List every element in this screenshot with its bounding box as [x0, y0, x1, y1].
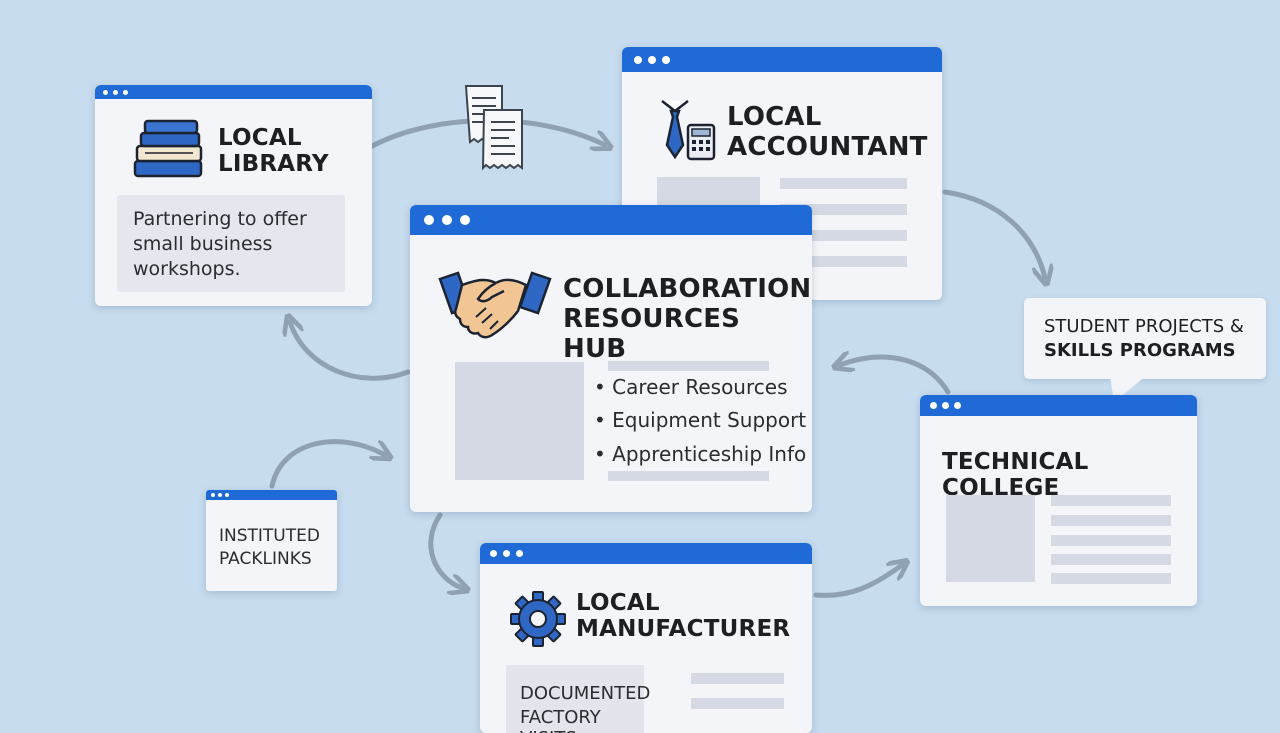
- window-titlebar: [95, 85, 372, 99]
- arrow-accountant-to-college: [942, 189, 1045, 278]
- documents-icon: [464, 85, 523, 171]
- hub-title-line1: COLLABORATION: [563, 274, 812, 304]
- backlinks-card: INSTITUTED PACKLINKS: [206, 490, 337, 591]
- hub-title: COLLABORATION RESOURCES HUB: [563, 274, 812, 365]
- library-description: Partnering to offer small business works…: [133, 208, 307, 280]
- accountant-title-line1: LOCAL: [727, 102, 822, 132]
- hub-card: COLLABORATION RESOURCES HUB • Career Res…: [410, 205, 812, 512]
- backlinks-line2: PACKLINKS: [219, 549, 312, 569]
- library-description-box: Partnering to offer small business works…: [117, 195, 345, 292]
- college-text-line: [1051, 535, 1171, 546]
- manufacturer-title-line2: MANUFACTURER: [576, 616, 791, 643]
- hub-bullet-3: • Apprenticeship Info: [594, 442, 807, 466]
- window-titlebar: [920, 395, 1197, 416]
- college-text-line: [1051, 573, 1171, 584]
- arrow-hub-to-library: [290, 322, 411, 381]
- college-text-line: [1051, 495, 1171, 506]
- accountant-text-line: [780, 230, 907, 241]
- hub-bullet-1: • Career Resources: [594, 375, 788, 399]
- hub-bullet-2: • Equipment Support: [594, 408, 807, 432]
- window-titlebar: [410, 205, 812, 235]
- window-titlebar: [206, 490, 337, 500]
- accountant-title: LOCAL ACCOUNTANT: [727, 102, 928, 163]
- gear-icon: [510, 591, 566, 647]
- window-titlebar: [480, 543, 812, 564]
- manufacturer-doc-line1: DOCUMENTED: [520, 683, 651, 704]
- arrow-backlinks-to-hub: [269, 439, 385, 489]
- college-image-placeholder: [946, 495, 1035, 582]
- handshake-icon: [438, 271, 552, 339]
- accountant-text-line: [780, 256, 907, 267]
- callout-line1: STUDENT PROJECTS &: [1044, 316, 1244, 337]
- college-callout: STUDENT PROJECTS & SKILLS PROGRAMS: [1024, 298, 1266, 402]
- manufacturer-title: LOCAL MANUFACTURER: [576, 590, 790, 643]
- college-text-line: [1051, 554, 1171, 565]
- hub-text-line: [608, 361, 769, 371]
- library-title: LOCAL LIBRARY: [218, 125, 329, 178]
- manufacturer-text-line: [691, 698, 784, 709]
- accountant-tie-calculator-icon: [661, 100, 716, 161]
- hub-image-placeholder: [455, 362, 584, 480]
- accountant-text-line: [780, 204, 907, 215]
- accountant-title-line2: ACCOUNTANT: [727, 131, 928, 162]
- books-icon: [133, 119, 203, 178]
- manufacturer-card: LOCAL MANUFACTURER DOCUMENTED FACTORY VI…: [480, 543, 812, 733]
- window-titlebar: [622, 47, 942, 72]
- arrow-college-to-hub: [840, 357, 951, 395]
- college-card: TECHNICAL COLLEGE: [920, 395, 1197, 606]
- hub-text-line: [608, 471, 769, 481]
- arrow-hub-to-manufacturer: [428, 512, 462, 588]
- backlinks-line1: INSTITUTED: [219, 526, 320, 546]
- library-title-line2: LIBRARY: [218, 151, 329, 178]
- library-card: LOCAL LIBRARY Partnering to offer small …: [95, 85, 372, 306]
- library-title-line1: LOCAL: [218, 125, 302, 151]
- callout-line2: SKILLS PROGRAMS: [1044, 340, 1236, 361]
- manufacturer-doc-box: DOCUMENTED FACTORY VISITS: [506, 665, 650, 733]
- manufacturer-title-line1: LOCAL: [576, 590, 660, 616]
- accountant-text-line: [780, 178, 907, 189]
- hub-title-line2: RESOURCES HUB: [563, 303, 741, 364]
- college-text-line: [1051, 515, 1171, 526]
- college-title: TECHNICAL COLLEGE: [942, 449, 1089, 502]
- manufacturer-doc-line2: FACTORY VISITS: [520, 707, 601, 733]
- manufacturer-text-line: [691, 673, 784, 684]
- arrow-manufacturer-to-college: [813, 565, 902, 598]
